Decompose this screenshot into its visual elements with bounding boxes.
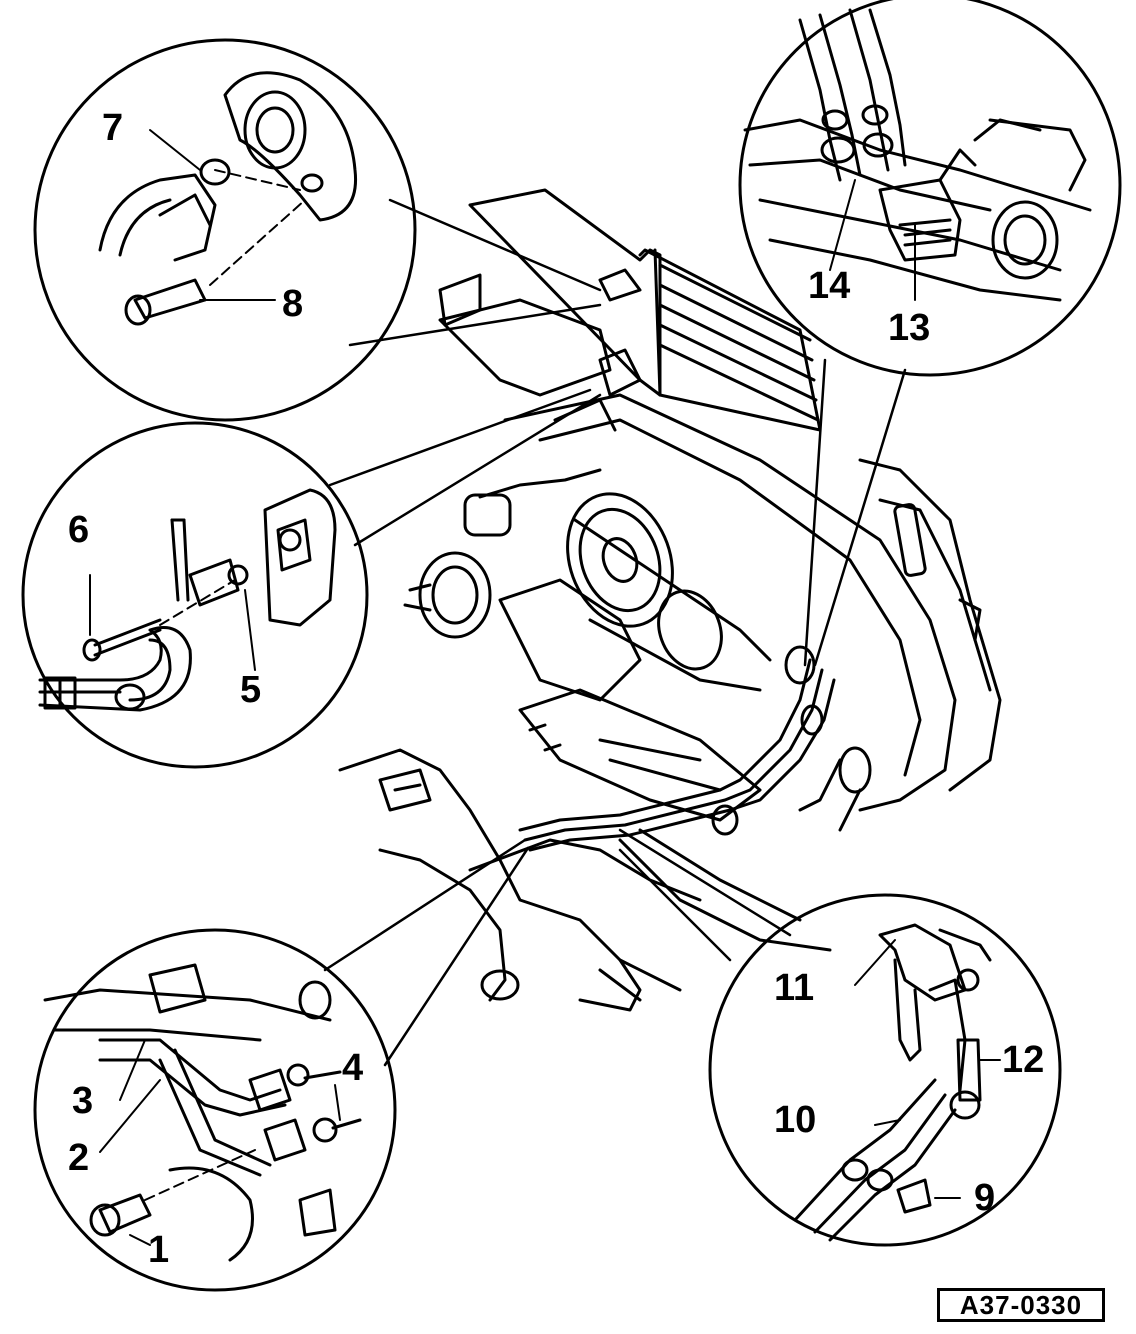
callout-3: 3 xyxy=(72,1080,93,1122)
callout-8: 8 xyxy=(282,283,303,325)
callout-1: 1 xyxy=(148,1229,169,1271)
callout-14: 14 xyxy=(808,265,850,307)
callout-5: 5 xyxy=(240,669,261,711)
callout-10: 10 xyxy=(774,1099,816,1141)
callout-9: 9 xyxy=(974,1177,995,1219)
callout-6: 6 xyxy=(68,509,89,551)
detail-circle-7-8 xyxy=(33,38,602,422)
callout-2: 2 xyxy=(68,1137,89,1179)
callout-7: 7 xyxy=(102,107,123,149)
callout-11: 11 xyxy=(774,967,814,1009)
detail-circle-1-2-3-4 xyxy=(33,838,530,1292)
detail-circle-13-14 xyxy=(738,0,1122,667)
detail-circle-5-6 xyxy=(21,388,602,769)
engine-assembly xyxy=(338,188,1002,1012)
callout-4: 4 xyxy=(342,1047,363,1089)
figure-reference-code: A37-0330 xyxy=(937,1288,1105,1322)
callout-12: 12 xyxy=(1002,1039,1044,1081)
detail-circle-9-10-11-12 xyxy=(618,828,1062,1247)
callout-13: 13 xyxy=(888,307,930,349)
